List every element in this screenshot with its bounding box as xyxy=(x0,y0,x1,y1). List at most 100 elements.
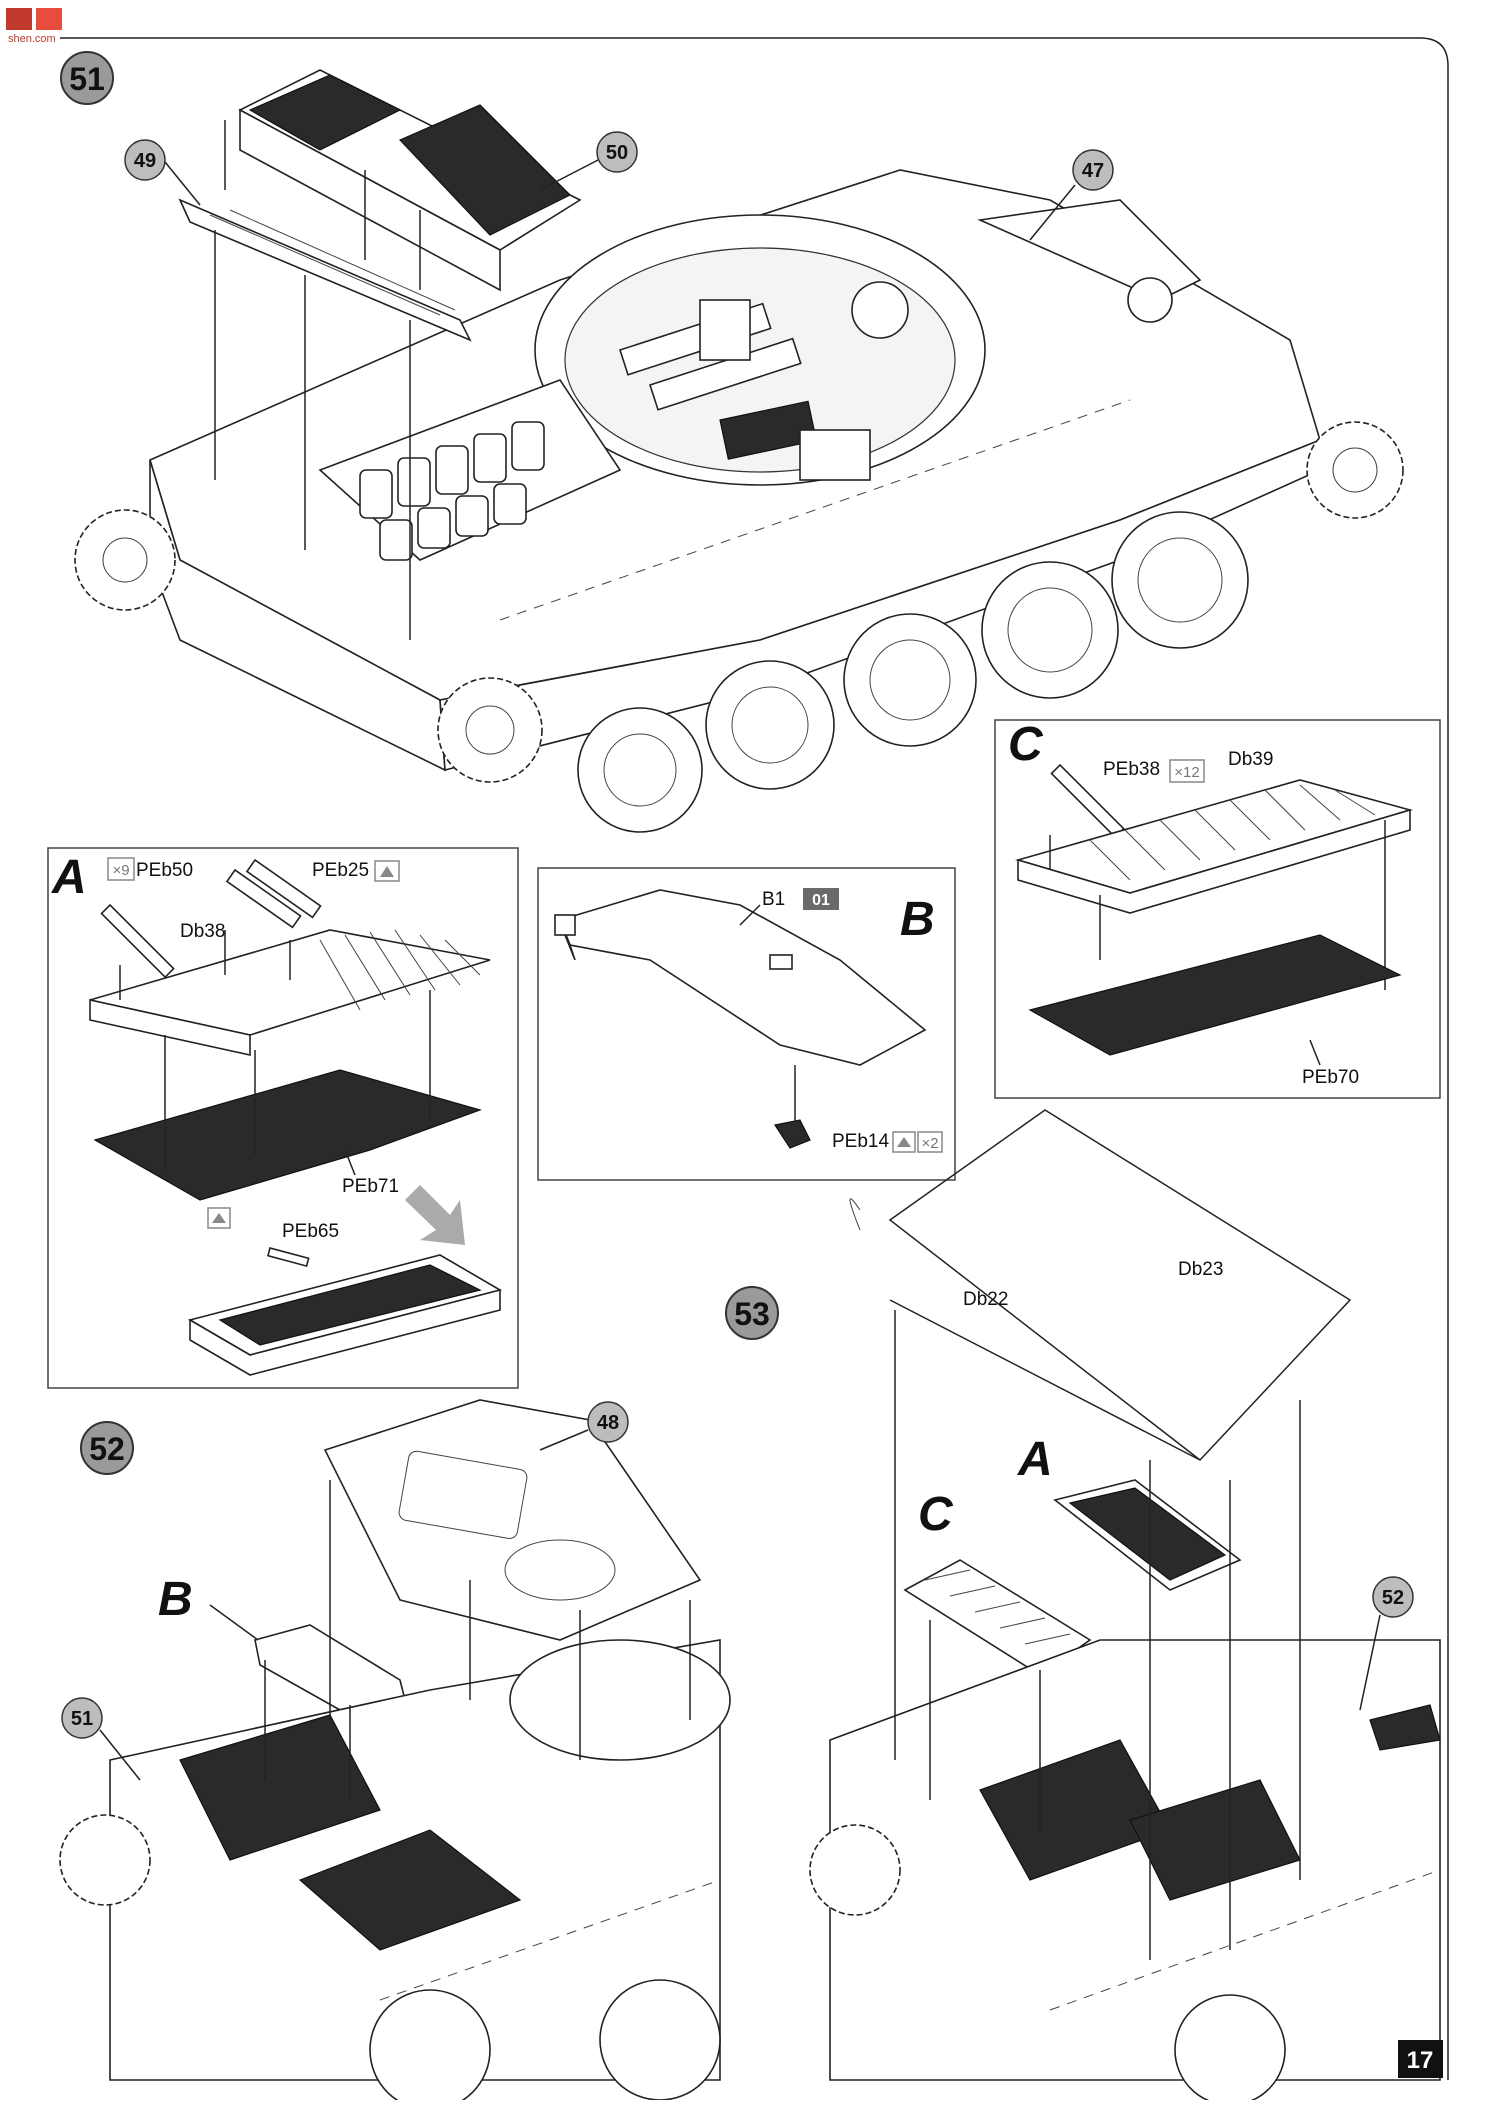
inset-a-arrows xyxy=(119,930,431,1170)
step-number-badge xyxy=(80,1421,134,1475)
part-48-fan-cover xyxy=(504,1539,616,1601)
sub-assembly-c xyxy=(903,1559,1092,1676)
part-db38-slats xyxy=(319,929,481,1011)
quantity-badge xyxy=(917,1131,943,1153)
sub-assembly-letter: B xyxy=(158,1573,193,1626)
sub-assembly-c-slats xyxy=(924,1569,1071,1645)
part-label-peb50: PEb50 xyxy=(136,860,193,881)
part-db23-frame xyxy=(888,1109,1352,1462)
step-52-drawing: 52 48 B xyxy=(59,1399,731,2105)
part-50-grille xyxy=(248,74,402,151)
part-db39-slats xyxy=(1089,784,1376,881)
part-peb25 xyxy=(245,858,322,919)
interior-hatch xyxy=(851,281,909,339)
part-50-grille xyxy=(398,104,572,236)
inset-c: C PEb38 ×12 Db39 PEb70 xyxy=(994,718,1441,1099)
step-52-arrows xyxy=(264,1480,691,1800)
part-peb71 xyxy=(93,1069,482,1201)
drive-sprocket xyxy=(59,1814,151,1906)
step-53-arrows xyxy=(894,1310,1301,1960)
page-number: 17 xyxy=(1407,2047,1434,2074)
part-50-side xyxy=(239,108,501,292)
inset-c-arrows xyxy=(1049,820,1386,990)
ref-callout-50: 50 xyxy=(539,131,638,191)
interior-floor xyxy=(719,400,818,460)
headlight xyxy=(1127,277,1173,323)
part-label-peb25: PEb25 xyxy=(312,860,369,881)
part-db38-side xyxy=(89,999,251,1056)
part-label-peb65: PEb65 xyxy=(282,1221,339,1242)
engine-cylinders xyxy=(359,421,545,561)
inset-b: B B1 01 PEb14 ×2 xyxy=(537,867,956,1181)
step-51-drawing: 51 xyxy=(60,51,1404,833)
svg-text:×2: ×2 xyxy=(921,1135,938,1152)
part-label-db22: Db22 xyxy=(963,1289,1008,1310)
part-label-db23: Db23 xyxy=(1178,1259,1223,1280)
svg-text:×9: ×9 xyxy=(112,862,129,879)
radiator-mesh xyxy=(179,1714,381,1861)
inset-c-letter: C xyxy=(1008,718,1044,771)
ref-callout-49: 49 xyxy=(124,139,201,206)
inset-a: A ×9 PEb50 PEb25 Db38 PEb71 xyxy=(47,847,519,1389)
assembled-grille-a-mesh xyxy=(218,1264,482,1346)
svg-text:47: 47 xyxy=(1082,160,1104,182)
svg-text:49: 49 xyxy=(134,150,156,172)
svg-text:52: 52 xyxy=(1382,1587,1404,1609)
part-label-peb71: PEb71 xyxy=(342,1176,399,1197)
paint-code-badge xyxy=(803,888,839,910)
weld-line xyxy=(379,1879,721,2001)
logo-mark xyxy=(6,8,32,30)
step-53-drawing: 53 Db23 Db22 A C xyxy=(725,1109,1441,2105)
svg-text:50: 50 xyxy=(606,142,628,164)
site-logo: shen.com xyxy=(6,8,62,45)
part-db22-rail xyxy=(889,1299,1201,1461)
part-49-rails xyxy=(209,209,456,316)
sub-assembly-letter: A xyxy=(1017,1433,1053,1486)
inset-a-letter: A xyxy=(51,851,87,904)
drive-sprocket xyxy=(809,1824,901,1916)
cable xyxy=(849,1198,861,1231)
step-number-badge xyxy=(725,1286,779,1340)
step-number: 52 xyxy=(89,1431,125,1467)
weld-line xyxy=(1049,1869,1441,2011)
quantity-badge xyxy=(107,857,135,881)
quantity-badge xyxy=(1169,759,1205,783)
part-49-frame xyxy=(178,198,472,342)
part-peb25 xyxy=(225,868,302,929)
part-label-b1: B1 xyxy=(762,889,785,910)
paint-code: 01 xyxy=(812,892,830,909)
assembly-arrows xyxy=(214,120,421,640)
ref-callout-48: 48 xyxy=(539,1401,629,1451)
part-peb50 xyxy=(100,903,175,979)
assembled-grille-a-side xyxy=(189,1288,501,1376)
part-b1-hinge xyxy=(554,914,576,936)
ref-callout-47: 47 xyxy=(1029,149,1114,241)
part-label-peb70: PEb70 xyxy=(1302,1067,1359,1088)
road-wheels xyxy=(577,511,1249,833)
svg-text:×12: ×12 xyxy=(1174,764,1199,781)
ref-callout-51: 51 xyxy=(61,1697,141,1781)
front-fender-gear xyxy=(977,199,1202,301)
part-b1 xyxy=(558,889,927,1066)
weld-line xyxy=(499,399,1131,621)
arrow-down-right-icon xyxy=(405,1185,465,1245)
page-number-box xyxy=(1398,2040,1443,2078)
part-48-deck xyxy=(323,1399,702,1641)
drive-sprockets xyxy=(74,421,1404,783)
step-number-badge xyxy=(60,51,114,105)
interior-shell-rack xyxy=(648,337,802,411)
part-label-db38: Db38 xyxy=(180,921,225,942)
sub-assembly-a-mesh xyxy=(1068,1487,1227,1581)
step-number: 53 xyxy=(734,1296,770,1332)
svg-text:48: 48 xyxy=(597,1412,619,1434)
hull-rear-53 xyxy=(829,1639,1441,2081)
road-wheel xyxy=(599,1979,721,2101)
road-wheel xyxy=(369,1989,491,2105)
part-label-peb14: PEb14 xyxy=(832,1131,889,1152)
part-db39-side xyxy=(1017,808,1411,914)
logo-text: shen.com xyxy=(8,33,56,45)
part-label-peb38: PEb38 xyxy=(1103,759,1160,780)
page-border xyxy=(60,37,1449,2080)
sub-assembly-letter: C xyxy=(918,1488,954,1541)
inset-b-letter: B xyxy=(900,893,935,946)
